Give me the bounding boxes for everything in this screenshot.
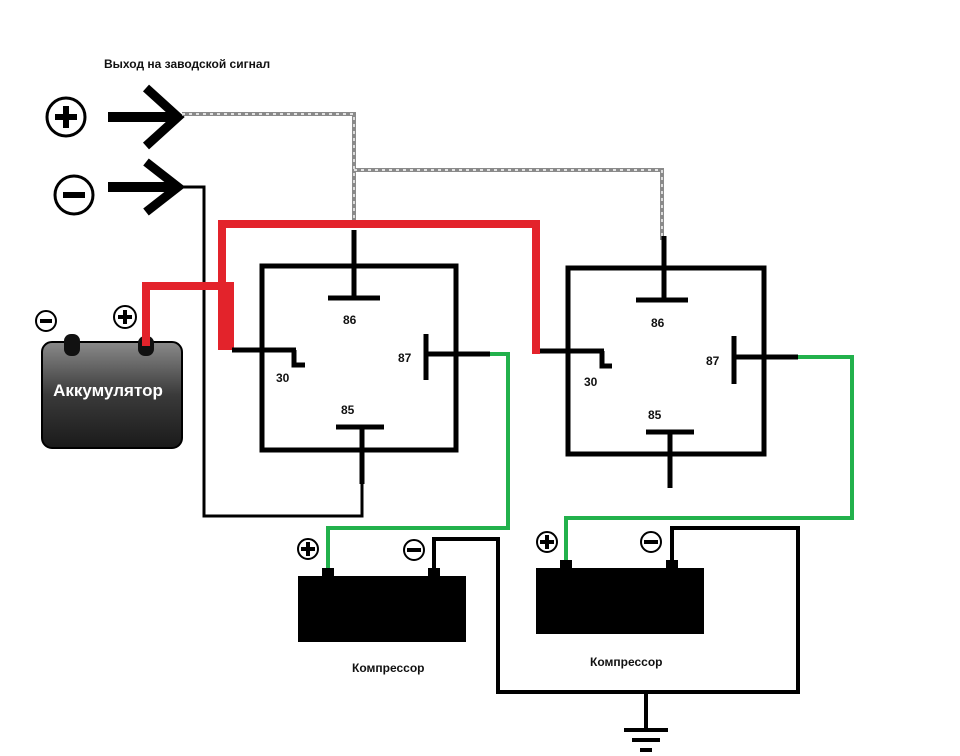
compressor-2: Компрессор bbox=[536, 560, 704, 669]
ground-wire bbox=[432, 526, 800, 728]
plus-input-icon bbox=[45, 96, 87, 138]
battery: Аккумулятор bbox=[41, 334, 183, 449]
minus-input-icon bbox=[53, 174, 95, 216]
relay-2-pin-85: 85 bbox=[648, 408, 662, 422]
plus-arrow-icon bbox=[108, 84, 185, 150]
power-wire bbox=[142, 220, 540, 354]
signal-output-title: Выход на заводской сигнал bbox=[104, 57, 270, 71]
relay-1: 86 87 30 85 bbox=[232, 230, 490, 484]
relay-1-pin-85: 85 bbox=[341, 403, 355, 417]
compressor-2-label: Компрессор bbox=[590, 655, 662, 669]
battery-plus-icon bbox=[113, 305, 137, 329]
compressor-2-plus-icon bbox=[536, 531, 558, 553]
compressor-1-plus-icon bbox=[297, 538, 319, 560]
signal-wire bbox=[182, 112, 664, 240]
output-wire bbox=[326, 352, 854, 574]
compressor-1-minus-icon bbox=[403, 539, 425, 561]
battery-minus-icon bbox=[35, 310, 57, 332]
relay-1-pin-30: 30 bbox=[276, 371, 290, 385]
relay-2-pin-30: 30 bbox=[584, 375, 598, 389]
ground-icon bbox=[624, 728, 668, 752]
compressor-2-minus-icon bbox=[640, 531, 662, 553]
relay-2: 86 87 30 85 bbox=[540, 236, 798, 488]
relay-2-pin-87: 87 bbox=[706, 354, 720, 368]
compressor-1-label: Компрессор bbox=[352, 661, 424, 675]
minus-arrow-icon bbox=[108, 158, 186, 216]
relay-1-pin-87: 87 bbox=[398, 351, 412, 365]
battery-label: Аккумулятор bbox=[53, 381, 163, 400]
relay-1-pin-86: 86 bbox=[343, 313, 357, 327]
minus-signal-wire bbox=[178, 185, 364, 518]
compressor-1: Компрессор bbox=[298, 568, 466, 675]
relay-2-pin-86: 86 bbox=[651, 316, 665, 330]
